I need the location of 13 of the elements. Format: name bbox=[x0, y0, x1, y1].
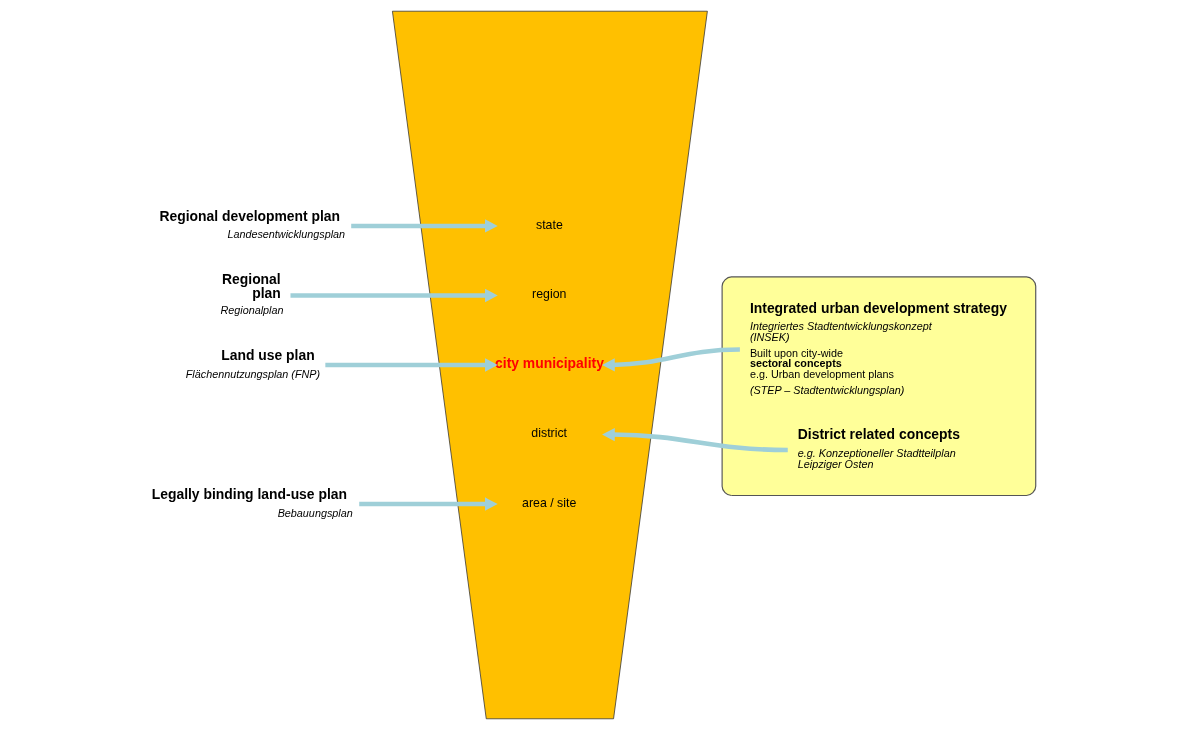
arrow bbox=[324, 358, 498, 372]
node-text: Regional plan Regionalplan bbox=[219, 271, 284, 317]
node-text: Regional development plan Landesentwicklungsplan bbox=[158, 207, 345, 241]
arrow bbox=[290, 288, 498, 303]
node-text: Land use plan Flächennutzungsplan (FNP) bbox=[185, 346, 320, 380]
cluster bbox=[721, 276, 1036, 497]
arrow bbox=[601, 347, 740, 372]
arrow bbox=[601, 427, 788, 453]
node-text: Integrated urban development strategy Integriertes Stadtentwicklungskonzept (INSEK) Built upon city-wide sectoral concepts e.g. Urban development plans (STEP – Stadtentwicklungsplan) bbox=[749, 299, 1007, 396]
node-text: Legally binding land-use plan Bebauungsplan bbox=[151, 485, 353, 519]
node-text: District related concepts e.g. Konzeptioneller Stadtteilplan Leipziger Osten bbox=[797, 426, 960, 470]
arrow bbox=[350, 219, 498, 233]
arrow bbox=[358, 497, 498, 511]
